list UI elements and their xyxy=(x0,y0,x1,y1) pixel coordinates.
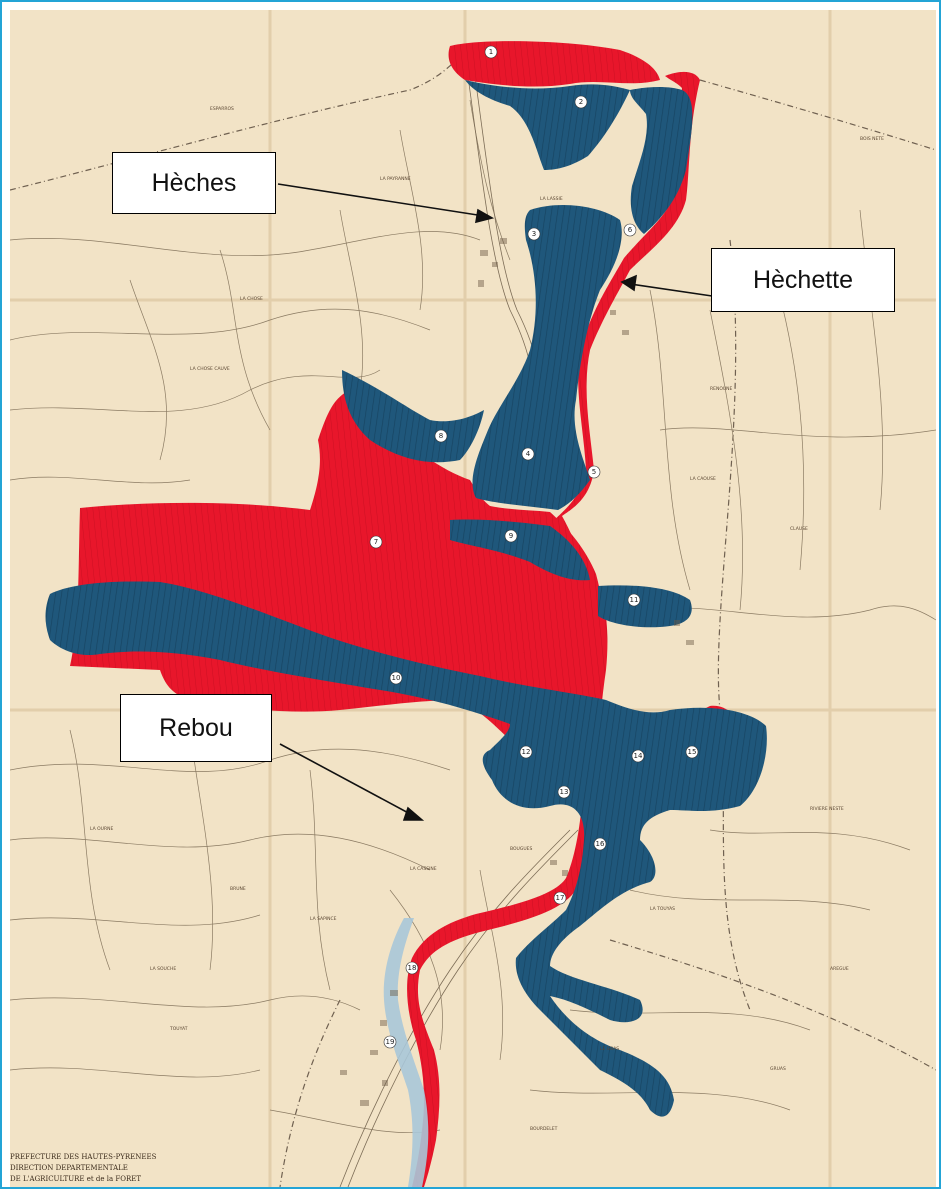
zone-marker: 13 xyxy=(557,785,571,799)
zone-marker: 8 xyxy=(434,429,448,443)
callout-hechette-label: Hèchette xyxy=(752,265,854,294)
svg-text:11: 11 xyxy=(630,596,639,604)
svg-text:3: 3 xyxy=(532,230,536,238)
svg-text:2: 2 xyxy=(579,98,583,106)
zone-marker: 4 xyxy=(521,447,535,461)
svg-text:ESPARROS: ESPARROS xyxy=(210,106,234,112)
callout-rebou-label: Rebou xyxy=(159,713,233,742)
svg-text:19: 19 xyxy=(386,1038,395,1046)
svg-text:LE GRAS: LE GRAS xyxy=(600,1046,619,1052)
blue-zone-3-4 xyxy=(472,205,622,511)
parcel-lines xyxy=(10,99,936,1134)
svg-text:12: 12 xyxy=(522,748,531,756)
svg-text:LA TOUYAS: LA TOUYAS xyxy=(650,906,675,912)
svg-text:LA CHOSE: LA CHOSE xyxy=(240,296,263,302)
heches-arrowhead xyxy=(475,208,495,224)
zone-marker: 15 xyxy=(685,745,699,759)
place-labels: ESPARROS BOIS NETE LA PAYRANNE LA LASSIE… xyxy=(90,106,884,1132)
svg-text:LA CASSINE: LA CASSINE xyxy=(410,866,437,872)
blue-zone-river-upper xyxy=(630,87,693,234)
blue-zone-9-band xyxy=(45,581,767,1117)
svg-text:6: 6 xyxy=(628,226,633,234)
svg-text:LA LASSIE: LA LASSIE xyxy=(540,196,563,202)
svg-text:LA OURNE: LA OURNE xyxy=(90,826,113,832)
zone-marker: 1 xyxy=(484,45,498,59)
svg-text:5: 5 xyxy=(592,468,596,476)
svg-text:BOUGUES: BOUGUES xyxy=(510,846,532,852)
zone-marker: 5 xyxy=(587,465,601,479)
zone-marker: 17 xyxy=(553,891,567,905)
map-footer: PREFECTURE DES HAUTES-PYRENEES DIRECTION… xyxy=(10,1152,156,1185)
hechette-arrowhead xyxy=(620,274,637,292)
svg-text:9: 9 xyxy=(509,532,513,540)
svg-text:15: 15 xyxy=(688,748,697,756)
red-zone-1 xyxy=(448,41,660,87)
village-buildings xyxy=(340,238,694,1106)
svg-text:16: 16 xyxy=(596,840,605,848)
footer-line: DIRECTION DEPARTEMENTALE xyxy=(10,1164,128,1172)
zone-marker: 19 xyxy=(383,1035,397,1049)
zone-marker: 10 xyxy=(389,671,403,685)
svg-text:RENOUNE: RENOUNE xyxy=(710,386,733,392)
svg-text:1: 1 xyxy=(489,48,493,56)
blue-zone-10 xyxy=(598,585,692,628)
svg-text:BOIS NETE: BOIS NETE xyxy=(860,136,884,142)
svg-text:7: 7 xyxy=(374,538,378,546)
callout-rebou: Rebou xyxy=(120,694,272,762)
svg-text:10: 10 xyxy=(392,674,401,682)
svg-text:18: 18 xyxy=(408,964,417,972)
zone-marker: 18 xyxy=(405,961,419,975)
callout-arrows xyxy=(277,183,713,821)
svg-text:4: 4 xyxy=(526,450,531,458)
callout-heches: Hèches xyxy=(112,152,276,214)
svg-text:LA CHOSE CAUVE: LA CHOSE CAUVE xyxy=(190,366,230,372)
zone-marker: 12 xyxy=(519,745,533,759)
zone-marker: 11 xyxy=(627,593,641,607)
footer-line: DE L'AGRICULTURE et de la FORET xyxy=(10,1175,142,1183)
rebou-arrow xyxy=(279,743,415,817)
svg-text:LA CAOUSE: LA CAOUSE xyxy=(690,476,716,482)
svg-text:17: 17 xyxy=(556,894,565,902)
zone-marker: 7 xyxy=(369,535,383,549)
zone-number-markers: 1 2 3 4 5 6 7 8 9 10 11 12 13 14 15 16 1… xyxy=(369,45,699,1049)
blue-zone-5 xyxy=(342,370,484,463)
zone-marker: 2 xyxy=(574,95,588,109)
zone-marker: 9 xyxy=(504,529,518,543)
blue-zone-2 xyxy=(465,80,630,170)
zone-marker: 14 xyxy=(631,749,645,763)
svg-text:CLAUSE: CLAUSE xyxy=(790,526,808,532)
svg-text:LA SOUCHE: LA SOUCHE xyxy=(150,966,176,972)
svg-text:AREGUE: AREGUE xyxy=(830,966,849,972)
blue-zone-8 xyxy=(450,519,590,581)
footer-line: PREFECTURE DES HAUTES-PYRENEES xyxy=(10,1153,157,1161)
blue-hazard-zones xyxy=(45,80,767,1117)
svg-text:LA PAYRANNE: LA PAYRANNE xyxy=(380,176,411,182)
svg-text:RIVIERE NESTE: RIVIERE NESTE xyxy=(810,806,844,812)
svg-text:BOURDELET: BOURDELET xyxy=(530,1126,558,1132)
zone-marker: 6 xyxy=(623,223,637,237)
svg-text:14: 14 xyxy=(634,752,643,760)
hechette-arrow xyxy=(629,283,713,297)
svg-text:TOUYAT: TOUYAT xyxy=(169,1026,188,1032)
svg-text:13: 13 xyxy=(560,788,569,796)
svg-text:GRUAS: GRUAS xyxy=(770,1066,786,1072)
cadastral-map: ESPARROS BOIS NETE LA PAYRANNE LA LASSIE… xyxy=(10,10,936,1187)
river-water xyxy=(383,918,429,1187)
callout-heches-label: Hèches xyxy=(151,168,237,197)
red-zone-2-river xyxy=(407,71,700,1187)
svg-text:8: 8 xyxy=(439,432,443,440)
zone-marker: 3 xyxy=(527,227,541,241)
heches-arrow xyxy=(277,183,485,217)
callout-hechette: Hèchette xyxy=(711,248,895,312)
svg-text:LA SAPINCE: LA SAPINCE xyxy=(310,916,337,922)
svg-text:BRUNE: BRUNE xyxy=(230,886,246,892)
zone-marker: 16 xyxy=(593,837,607,851)
rebou-arrowhead xyxy=(402,806,425,821)
